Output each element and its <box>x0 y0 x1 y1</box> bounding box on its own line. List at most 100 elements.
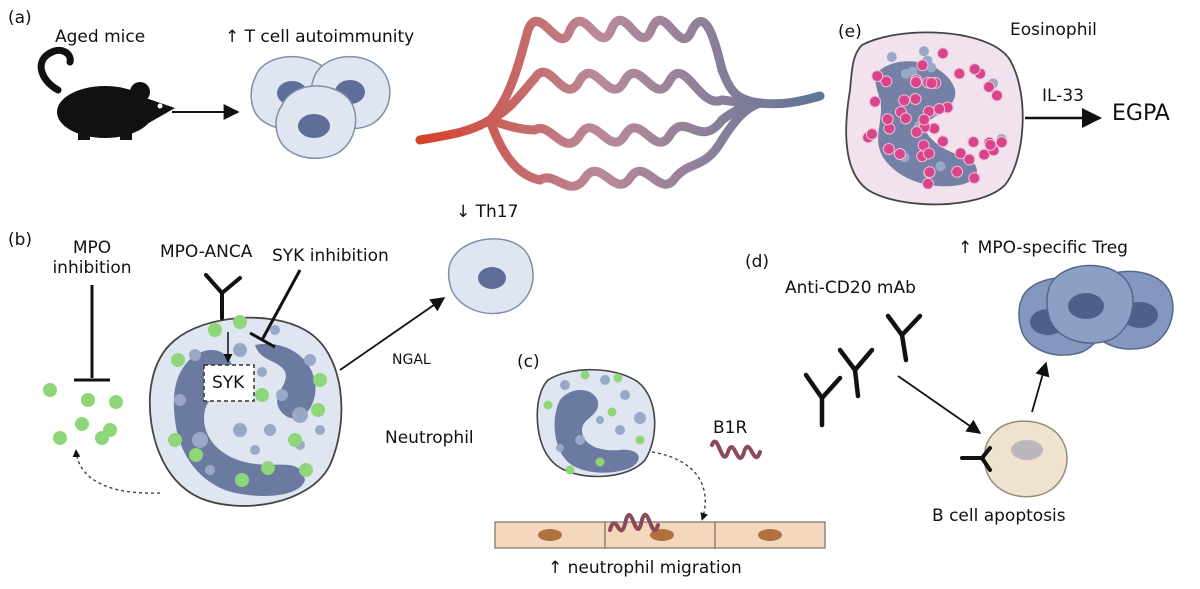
t-cell-cluster <box>250 55 391 159</box>
endothelial-b1r-icon <box>608 512 660 533</box>
neutrophil-green-granule <box>208 323 222 337</box>
neutrophil-green-granule <box>311 403 325 417</box>
eosinophil-pink-granule <box>898 94 911 107</box>
th17-cell <box>447 238 534 315</box>
eosinophil-pink-granule <box>868 95 881 108</box>
neutrophil-blue-granule <box>276 389 288 401</box>
eosinophil-pink-granule <box>967 136 980 149</box>
released-mpo-granules <box>43 383 123 445</box>
eosinophil-pink-granule <box>990 89 1003 102</box>
neutrophil-blue-granule <box>233 423 247 437</box>
bcell-bound-antibody-icon <box>960 446 992 472</box>
migrating-blue-granule <box>556 444 564 452</box>
eosinophil-blue-granule <box>918 46 929 57</box>
eosinophil-pink-granule <box>880 75 893 88</box>
released-mpo-granule <box>43 383 57 397</box>
migrating-green-granule <box>607 407 617 417</box>
neutrophil-green-granule <box>189 448 203 462</box>
neutrophil-green-granule <box>235 473 249 487</box>
eosinophil-pink-granule <box>881 113 894 126</box>
mpo-anca-label: MPO-ANCA <box>160 242 253 262</box>
mpo-treg-label: ↑ MPO-specific Treg <box>958 238 1128 258</box>
eosinophil-pink-granule <box>916 59 929 72</box>
migrating-blue-granule <box>596 416 604 424</box>
neutrophil-green-granule <box>168 433 182 447</box>
neutrophil-green-granule <box>313 373 327 387</box>
mouse-silhouette-icon <box>37 46 175 140</box>
syk-box <box>203 364 255 402</box>
t-cell-autoimmunity-label: ↑ T cell autoimmunity <box>225 27 415 47</box>
eosinophil-pink-granule <box>936 135 949 148</box>
endothelial-layer <box>494 521 826 549</box>
aged-mice-label: Aged mice <box>55 27 146 47</box>
syk-inhibition-line <box>260 269 302 341</box>
released-mpo-granule <box>109 395 123 409</box>
migrating-green-granule <box>543 400 553 410</box>
eosinophil-cell <box>845 31 1024 206</box>
migrating-blue-granule <box>600 375 610 385</box>
neutrophil-blue-granule <box>250 445 260 455</box>
eosinophil-pink-granule <box>921 177 934 190</box>
syk-label: SYK <box>212 373 245 393</box>
ngal-label: NGAL <box>392 352 431 368</box>
eosinophil-pink-granule <box>954 147 967 160</box>
syk-inhibition-bar <box>249 331 276 349</box>
neutrophil-green-granule <box>233 315 247 329</box>
eosinophil-pink-granule <box>923 166 936 179</box>
neutrophil-green-granule <box>261 461 275 475</box>
migrating-neutrophil-granules <box>543 370 646 475</box>
neutrophil-blue-granule <box>264 424 276 436</box>
eosinophil-pink-granule <box>865 128 878 141</box>
neutrophil-blue-granule <box>189 349 201 361</box>
bcell-to-treg-arrow <box>1031 361 1050 413</box>
eosinophil-pink-granule <box>933 103 946 116</box>
b1r-receptor-icon <box>710 439 762 460</box>
eosinophil-pink-granule <box>910 126 923 139</box>
migrating-blue-granule <box>560 380 570 390</box>
eosinophil-blue-granule <box>886 52 897 63</box>
neutrophil-blue-granule <box>233 343 247 357</box>
mpo-release-dashed-arrow <box>72 449 161 494</box>
released-mpo-granule <box>53 431 67 445</box>
neutrophil-green-granule <box>299 463 313 477</box>
panel-label-a: (a) <box>8 8 32 28</box>
neutrophil-blue-granule <box>270 325 280 335</box>
migrating-green-granule <box>635 435 645 445</box>
eosinophil-pink-granule <box>936 47 949 60</box>
released-mpo-granule <box>95 431 109 445</box>
eosinophil-blue-granule <box>907 66 918 77</box>
treg-cluster <box>1018 264 1174 356</box>
eosinophil-pink-granule <box>968 63 981 76</box>
migrating-blue-granule <box>615 425 625 435</box>
panel-label-c: (c) <box>517 352 540 372</box>
heterogeneity-ribbon <box>415 16 825 191</box>
eosinophil-pink-granule <box>909 93 922 106</box>
eosinophil-pink-granule <box>968 172 981 185</box>
neutrophil-blue-granule <box>292 407 308 423</box>
panel-label-d: (d) <box>745 252 770 272</box>
migrating-blue-granule <box>575 435 585 445</box>
eosinophil-pink-granule <box>995 136 1008 149</box>
neutrophil-blue-granule <box>174 394 186 406</box>
eosinophil-pink-granule <box>925 77 938 90</box>
eosinophil-pink-granule <box>871 70 884 83</box>
eosinophil-pink-granule <box>951 165 964 178</box>
migration-dashed-arrow <box>651 451 708 521</box>
eosinophil-pink-granule <box>893 148 906 161</box>
neutrophil-green-granule <box>288 433 302 447</box>
neutrophil-blue-granule <box>315 425 325 435</box>
neutrophil-blue-granule <box>205 465 215 475</box>
migrating-green-granule <box>613 373 623 383</box>
syk-inhibition-label: SYK inhibition <box>272 246 389 266</box>
eosinophil-pink-granule <box>982 81 995 94</box>
migrating-blue-granule <box>634 412 646 424</box>
eosinophil-blue-granule <box>935 161 946 172</box>
panel-label-b: (b) <box>8 230 33 250</box>
neutrophil-label: Neutrophil <box>385 428 474 448</box>
eosinophil-pink-granule <box>953 67 966 80</box>
migrating-blue-granule <box>620 390 630 400</box>
neutrophil-green-granule <box>255 388 269 402</box>
eosinophil-pink-granule <box>963 153 976 166</box>
eosinophil-pink-granule <box>882 142 895 155</box>
